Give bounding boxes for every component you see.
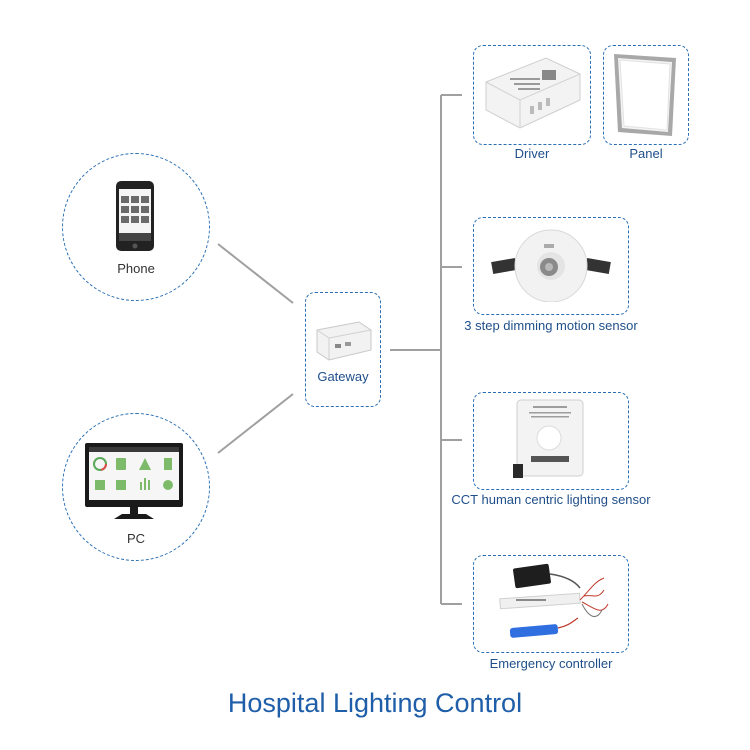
cct-sensor-node xyxy=(473,392,629,490)
phone-gateway-connector xyxy=(217,243,294,304)
phone-node xyxy=(62,153,210,301)
emergency-controller-image xyxy=(499,563,609,638)
gateway-label: Gateway xyxy=(317,369,369,384)
driver-label: Driver xyxy=(514,146,550,161)
cct-sensor-image xyxy=(513,399,584,478)
pc-gateway-connector xyxy=(217,393,294,454)
panel-node xyxy=(603,45,689,145)
motion-sensor-image xyxy=(491,229,611,302)
driver-node xyxy=(473,45,591,145)
motion-sensor-node xyxy=(473,217,629,315)
emergency-controller-label: Emergency controller xyxy=(489,656,613,671)
motion-sensor-label: 3 step dimming motion sensor xyxy=(464,318,638,333)
panel-light-image xyxy=(614,54,676,136)
driver-device-image xyxy=(485,57,581,129)
pc-monitor-image xyxy=(85,443,183,519)
diagram-title: Hospital Lighting Control xyxy=(227,688,523,718)
pc-node xyxy=(62,413,210,561)
gateway-node xyxy=(305,292,381,407)
cct-sensor-label: CCT human centric lighting sensor xyxy=(451,492,651,507)
emergency-controller-node xyxy=(473,555,629,653)
phone-image xyxy=(116,181,154,251)
panel-label: Panel xyxy=(629,146,663,161)
phone-label: Phone xyxy=(117,261,155,276)
gateway-device-image xyxy=(316,321,372,361)
pc-label: PC xyxy=(126,531,146,546)
